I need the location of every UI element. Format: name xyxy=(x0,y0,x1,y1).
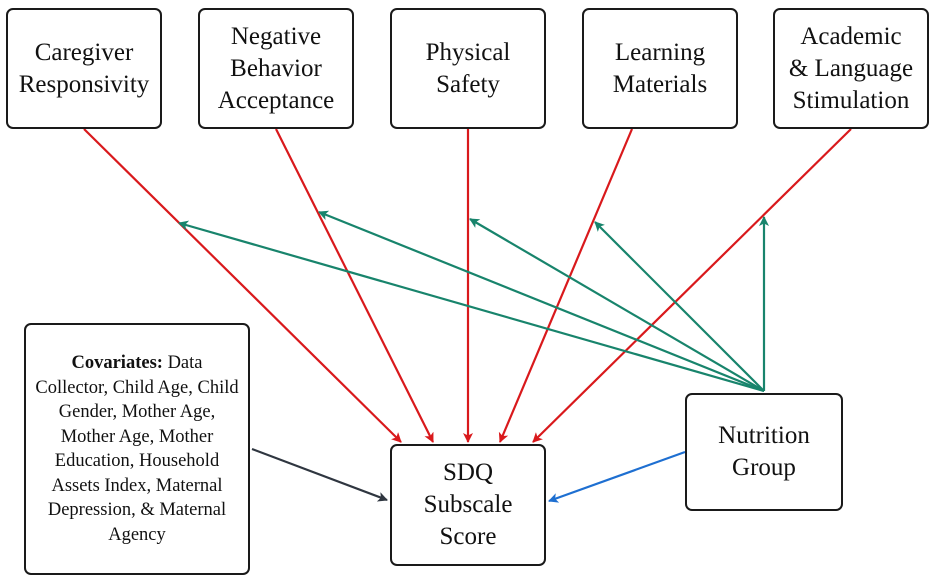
node-label-line: Score xyxy=(439,523,497,550)
node-label-line: Academic xyxy=(800,22,902,50)
node-nutrition-group: Nutrition Group xyxy=(685,393,843,511)
node-label-line: Stimulation xyxy=(792,86,910,114)
node-covariates: Covariates: Data Collector, Child Age, C… xyxy=(24,323,250,575)
node-label-line: Responsivity xyxy=(18,70,150,98)
node-label-line: Acceptance xyxy=(217,86,335,114)
node-label-line: Learning xyxy=(614,38,706,66)
covariates-list: Data Collector, Child Age, Child Gender,… xyxy=(35,353,239,545)
node-label-line: Behavior xyxy=(230,54,322,82)
node-label-line: & Language xyxy=(788,54,914,82)
node-caregiver-responsivity: Caregiver Responsivity xyxy=(6,8,162,129)
edge-negative-to-sdq xyxy=(275,128,434,443)
node-academic-language-stimulation: Academic & Language Stimulation xyxy=(773,8,929,129)
node-label-line: Group xyxy=(732,454,796,481)
node-label-line: SDQ xyxy=(442,459,493,486)
node-physical-safety: Physical Safety xyxy=(390,8,546,129)
node-label-line: Safety xyxy=(436,70,500,98)
edge-nutrition-to-caregiver-path xyxy=(178,220,765,393)
edge-nutrition-to-learning-path xyxy=(594,221,765,392)
node-label-line: Nutrition xyxy=(718,422,810,449)
edge-nutrition-to-physical-path xyxy=(469,218,765,392)
node-sdq-subscale-score: SDQ Subscale Score xyxy=(390,444,546,566)
covariates-heading: Covariates: xyxy=(71,353,168,373)
edge-nutrition-to-negative-path xyxy=(318,210,765,393)
node-label-line: Physical xyxy=(425,38,511,66)
node-label-line: Materials xyxy=(612,70,708,98)
node-label-line: Subscale xyxy=(423,491,513,518)
node-label-line: Negative xyxy=(230,22,322,50)
edge-nutrition-to-sdq xyxy=(548,450,686,503)
edge-covariates-to-sdq xyxy=(251,447,388,502)
node-label-line: Caregiver xyxy=(34,38,134,66)
edge-learning-to-sdq xyxy=(498,128,634,443)
node-learning-materials: Learning Materials xyxy=(582,8,738,129)
edge-caregiver-to-sdq xyxy=(83,128,402,443)
edge-academic-to-sdq xyxy=(532,128,852,443)
node-negative-behavior-acceptance: Negative Behavior Acceptance xyxy=(198,8,354,129)
